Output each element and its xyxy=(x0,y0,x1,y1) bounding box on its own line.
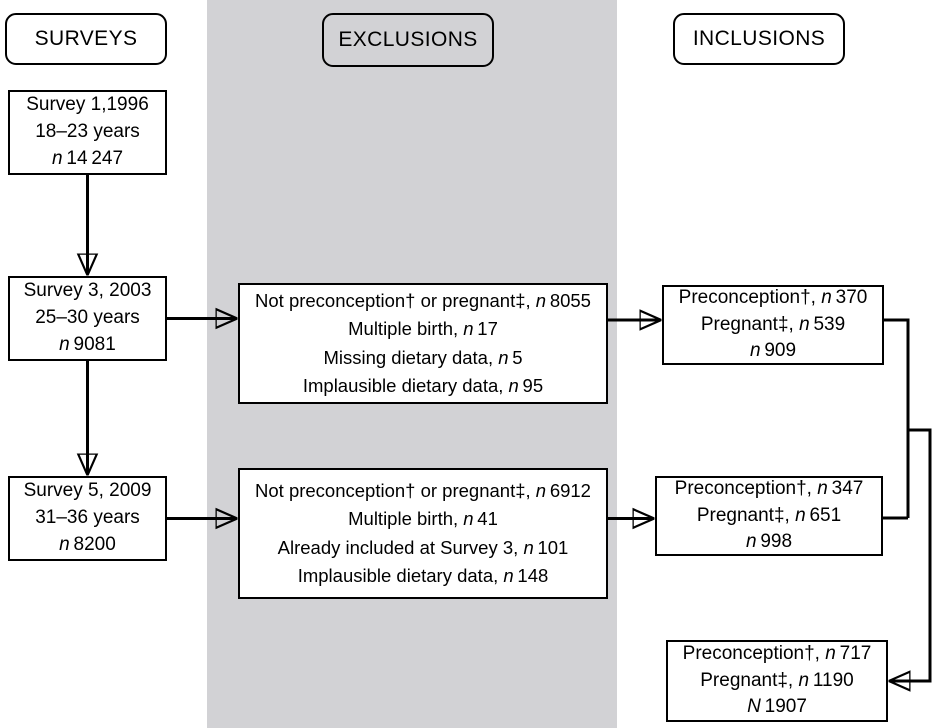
inclusion-total-label: n xyxy=(745,531,757,553)
exclusion-reason: Not preconception† or pregnant‡, xyxy=(255,290,531,312)
inclusion-count-label: n xyxy=(821,286,832,308)
exclusion-count-label: n xyxy=(523,536,534,558)
survey-5-count-label: n xyxy=(59,533,70,555)
inclusion-reason: Preconception†, xyxy=(678,286,816,308)
survey-5-age: 31–36 years xyxy=(35,507,140,529)
exclusion-count-value: 17 xyxy=(477,318,498,340)
total-count-label: n xyxy=(825,642,836,664)
exclusions-box-survey-3: Not preconception† or pregnant‡, n 8055 … xyxy=(238,283,608,404)
inclusion-count-label: n xyxy=(817,477,828,499)
survey-3-count-label: n xyxy=(59,333,70,355)
exclusion-count-label: n xyxy=(535,480,547,502)
survey-box-3: Survey 3, 2003 25–30 years n 9081 xyxy=(8,276,167,361)
inclusion-reason: Pregnant‡, xyxy=(700,313,794,335)
total-row: Preconception†, n 717 xyxy=(683,642,872,667)
exclusion-reason: Implausible dietary data, xyxy=(302,374,504,396)
exclusion-item: Already included at Survey 3, n 101 xyxy=(278,536,569,560)
total-grand-label: N xyxy=(747,696,761,718)
exclusion-item: Not preconception† or pregnant‡, n 6912 xyxy=(255,479,591,503)
column-header-exclusions: EXCLUSIONS xyxy=(322,13,494,67)
total-reason: Pregnant‡, xyxy=(700,669,794,691)
exclusion-count-label: n xyxy=(463,508,474,530)
inclusion-total: n 998 xyxy=(746,530,792,555)
exclusion-count-value: 8055 xyxy=(549,290,591,312)
exclusion-count-label: n xyxy=(463,318,474,340)
survey-3-name: Survey 3, 2003 xyxy=(23,280,152,302)
inclusion-count-value: 347 xyxy=(831,477,864,499)
column-header-inclusions-label: INCLUSIONS xyxy=(692,27,826,51)
survey-5-count-value: 8200 xyxy=(73,533,116,555)
inclusion-count-value: 539 xyxy=(813,313,846,335)
survey-1-count-label: n xyxy=(51,147,63,169)
exclusion-reason: Implausible dietary data, xyxy=(297,564,499,586)
exclusion-count-value: 148 xyxy=(517,564,549,586)
survey-1-count: n 14 247 xyxy=(52,147,123,172)
inclusion-total-value: 998 xyxy=(760,531,793,553)
inclusion-reason: Preconception†, xyxy=(674,477,812,499)
exclusion-count-value: 41 xyxy=(477,508,498,530)
exclusion-item: Multiple birth, n 17 xyxy=(348,317,498,341)
survey-3-count: n 9081 xyxy=(59,333,116,358)
exclusion-count-value: 6912 xyxy=(549,480,591,502)
total-grand-value: 1907 xyxy=(764,696,807,718)
inclusion-total-value: 909 xyxy=(764,340,797,362)
column-header-surveys: SURVEYS xyxy=(5,13,167,65)
exclusion-count-label: n xyxy=(503,564,514,586)
inclusion-row: Pregnant‡, n 651 xyxy=(697,504,841,529)
inclusion-count-value: 370 xyxy=(835,286,868,308)
survey-5-name: Survey 5, 2009 xyxy=(23,480,152,502)
inclusion-count-label: n xyxy=(795,504,806,526)
survey-box-5: Survey 5, 2009 31–36 years n 8200 xyxy=(8,476,167,561)
exclusion-count-value: 5 xyxy=(512,346,523,368)
exclusion-count-value: 95 xyxy=(522,374,544,396)
survey-1-age: 18–23 years xyxy=(35,121,140,143)
exclusion-reason: Missing dietary data, xyxy=(323,346,494,368)
total-grand: N 1907 xyxy=(747,695,807,720)
exclusion-item: Implausible dietary data, n 148 xyxy=(298,564,549,588)
survey-3-age: 25–30 years xyxy=(35,307,140,329)
inclusion-count-label: n xyxy=(799,313,810,335)
inclusion-total: n 909 xyxy=(750,339,796,364)
exclusion-count-label: n xyxy=(498,346,509,368)
inclusion-row: Pregnant‡, n 539 xyxy=(701,313,845,338)
exclusion-item: Implausible dietary data, n 95 xyxy=(303,374,543,398)
total-count-label: n xyxy=(798,669,810,691)
survey-box-1: Survey 1,1996 18–23 years n 14 247 xyxy=(8,90,167,175)
inclusions-box-survey-5: Preconception†, n 347 Pregnant‡, n 651 n… xyxy=(655,476,883,556)
exclusions-box-survey-5: Not preconception† or pregnant‡, n 6912 … xyxy=(238,468,608,599)
inclusions-total-box: Preconception†, n 717 Pregnant‡, n 1190 … xyxy=(666,640,888,722)
inclusion-count-value: 651 xyxy=(809,504,842,526)
column-header-inclusions: INCLUSIONS xyxy=(673,13,845,65)
total-reason: Preconception†, xyxy=(682,642,820,664)
total-count-value: 717 xyxy=(839,642,872,664)
exclusion-item: Not preconception† or pregnant‡, n 8055 xyxy=(255,289,591,313)
inclusions-box-survey-3: Preconception†, n 370 Pregnant‡, n 539 n… xyxy=(662,285,884,365)
exclusion-count-value: 101 xyxy=(537,536,569,558)
exclusion-count-label: n xyxy=(535,290,547,312)
survey-1-name: Survey 1,1996 xyxy=(26,94,149,116)
column-header-surveys-label: SURVEYS xyxy=(34,27,138,51)
inclusion-row: Preconception†, n 370 xyxy=(679,286,868,311)
total-count-value: 1190 xyxy=(812,669,854,691)
connector-bus-to-total xyxy=(890,428,932,681)
total-row: Pregnant‡, n 1190 xyxy=(700,669,854,694)
exclusion-reason: Multiple birth, xyxy=(348,508,459,530)
inclusion-row: Preconception†, n 347 xyxy=(675,477,864,502)
inclusion-reason: Pregnant‡, xyxy=(696,504,790,526)
inclusion-total-label: n xyxy=(749,340,761,362)
survey-3-count-value: 9081 xyxy=(73,333,116,355)
exclusion-count-label: n xyxy=(508,374,519,396)
exclusion-reason: Multiple birth, xyxy=(348,318,459,340)
exclusion-item: Missing dietary data, n 5 xyxy=(323,346,522,370)
exclusion-reason: Already included at Survey 3, xyxy=(277,536,519,558)
column-header-exclusions-label: EXCLUSIONS xyxy=(338,28,478,52)
exclusion-item: Multiple birth, n 41 xyxy=(348,507,498,531)
survey-5-count: n 8200 xyxy=(59,533,116,558)
connector-inclusions1-to-bus xyxy=(884,318,910,518)
exclusion-reason: Not preconception† or pregnant‡, xyxy=(255,480,531,502)
survey-1-count-value: 14 247 xyxy=(66,147,124,169)
